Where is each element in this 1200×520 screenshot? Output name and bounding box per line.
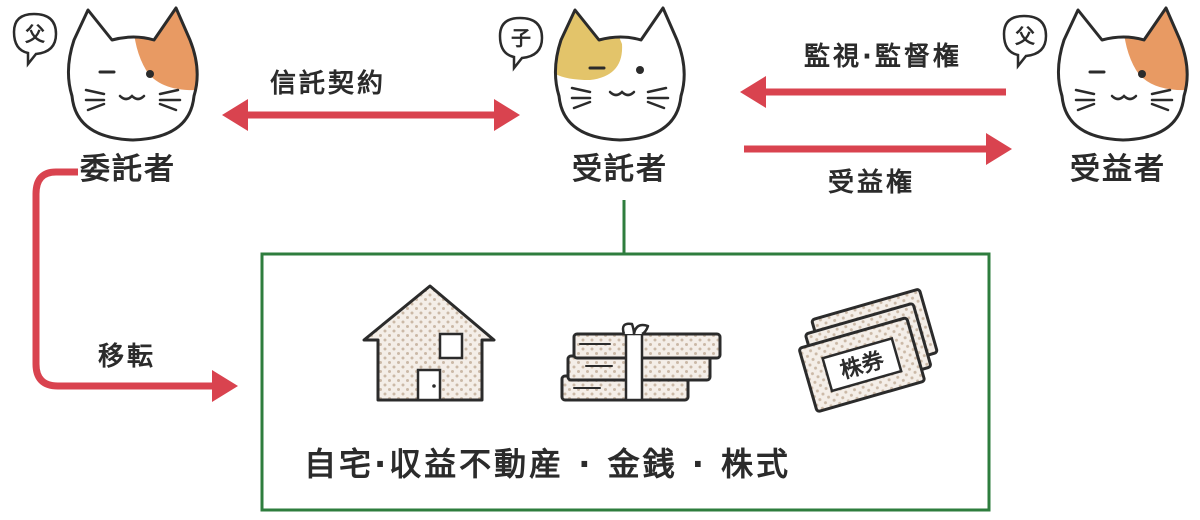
calico-patch: [1123, 8, 1188, 91]
house-icon: [362, 284, 496, 402]
settlor-speech-bubble: 父: [12, 12, 58, 68]
trustee-label: 受託者: [572, 152, 668, 187]
trustee-speech-bubble: 子: [498, 16, 544, 72]
beneficial-right-label: 受益権: [828, 168, 916, 198]
supervision-right-label: 監視·監督権: [804, 42, 962, 72]
money-stack-icon: [560, 322, 722, 402]
beneficiary-label: 受益者: [1070, 152, 1166, 187]
beneficiary-bubble-text: 父: [1014, 24, 1036, 48]
settlor-cat-icon: [67, 6, 199, 142]
beneficiary-speech-bubble: 父: [1002, 14, 1048, 70]
assets-caption: 自宅·収益不動産 · 金銭 · 株式: [304, 445, 792, 483]
settlor-label: 委託者: [80, 152, 176, 187]
stock-certificate-icon: 株券: [798, 288, 939, 413]
trust-contract-label: 信託契約: [270, 69, 387, 99]
trust-contract-arrow: [222, 99, 520, 131]
trust-property-box: [260, 252, 991, 512]
calico-patch: [133, 8, 198, 91]
transfer-label: 移転: [98, 342, 157, 372]
settlor-bubble-text: 父: [24, 22, 46, 46]
beneficial-right-arrow: [744, 133, 1012, 165]
supervision-arrow: [740, 76, 1006, 108]
trustee-cat-icon: [554, 6, 686, 142]
trustee-bubble-text: 子: [511, 26, 531, 50]
transfer-arrow: [32, 168, 238, 402]
beneficiary-cat-icon: [1057, 6, 1189, 142]
